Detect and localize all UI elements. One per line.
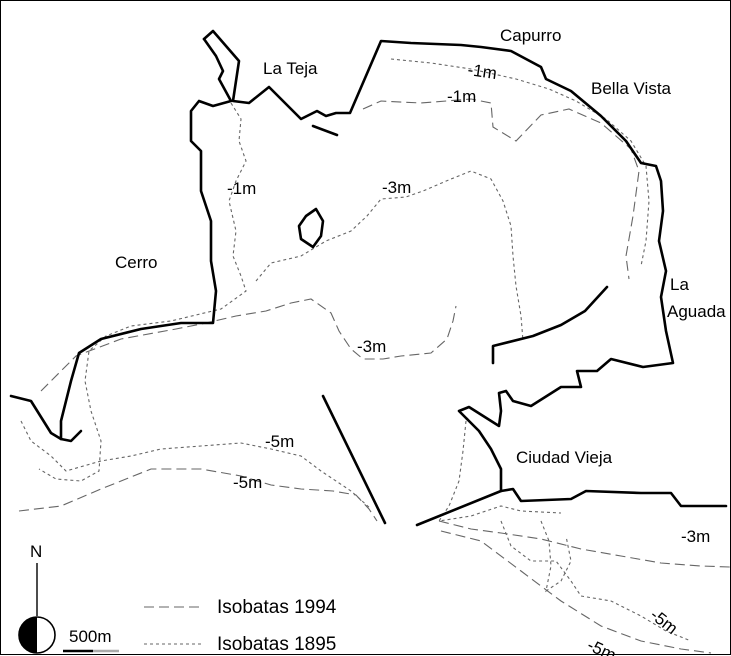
- isobath-1895-center-3m: [255, 170, 524, 342]
- depth-label-west-1m: -1m: [227, 179, 256, 198]
- isobath-1994-capurro-1m: [362, 98, 640, 280]
- depth-label-east-5m-b: -5m: [584, 635, 619, 656]
- isobaths-1994: [18, 98, 731, 654]
- isobaths-1895: [20, 58, 692, 642]
- isobath-1994-center-3m: [40, 298, 457, 392]
- legend-label-1994: Isobatas 1994: [217, 597, 337, 618]
- north-label: N: [30, 542, 42, 561]
- isobath-1895-east-5m: [500, 520, 692, 642]
- isobath-1994-east-5m: [440, 530, 712, 654]
- depth-label-east-5m-a: -5m: [647, 605, 682, 638]
- coastline-la-teja-spur: [311, 124, 339, 137]
- isobath-1994-east: [438, 520, 731, 568]
- isobath-1895-outer-5m: [20, 420, 372, 510]
- legend: Isobatas 1994 Isobatas 1895: [144, 597, 337, 655]
- pier-aguada: [491, 285, 609, 365]
- north-arrow: N: [18, 542, 56, 654]
- label-cerro: Cerro: [115, 253, 158, 272]
- coastline-ciudad-vieja: [465, 417, 728, 508]
- north-compass-half: [19, 617, 37, 653]
- scale-label: 500m: [69, 627, 112, 646]
- coastline-cerro: [9, 37, 233, 441]
- coastline-west-cerro: [202, 29, 675, 428]
- isobath-1895-west-1m: [38, 102, 247, 482]
- depth-label-outer-1994: -5m: [233, 473, 262, 492]
- depth-label-east-3m: -3m: [681, 527, 710, 546]
- label-la-aguada-line2: Aguada: [667, 302, 726, 321]
- label-capurro: Capurro: [500, 26, 561, 45]
- coastline-cerro-west: [59, 429, 83, 443]
- legend-label-1895: Isobatas 1895: [217, 634, 336, 655]
- depth-labels: -1m -1m -1m -3m -3m -5m -5m -3m -5m -5m: [227, 60, 710, 656]
- label-bella-vista: Bella Vista: [591, 79, 672, 98]
- depth-label-capurro-1994: -1m: [447, 87, 476, 106]
- label-ciudad-vieja: Ciudad Vieja: [516, 448, 613, 467]
- coastline: [9, 29, 728, 527]
- isobath-1895-east-inner: [540, 520, 572, 593]
- breakwater-east: [415, 489, 503, 527]
- place-labels: La Teja Capurro Bella Vista Cerro La Agu…: [115, 26, 726, 467]
- label-la-aguada-line1: La: [670, 275, 689, 294]
- depth-label-center-1994: -3m: [357, 337, 386, 356]
- depth-label-capurro-1895: -1m: [466, 60, 498, 83]
- depth-label-center-1895: -3m: [382, 178, 411, 197]
- scale-bar: 500m: [63, 627, 119, 653]
- island: [297, 207, 325, 249]
- isobath-1895-capurro-1m: [390, 58, 650, 267]
- breakwater-west: [321, 394, 387, 525]
- isobath-1994-outer-5m: [18, 468, 378, 522]
- depth-label-outer-1895: -5m: [265, 432, 294, 451]
- label-la-teja: La Teja: [263, 59, 318, 78]
